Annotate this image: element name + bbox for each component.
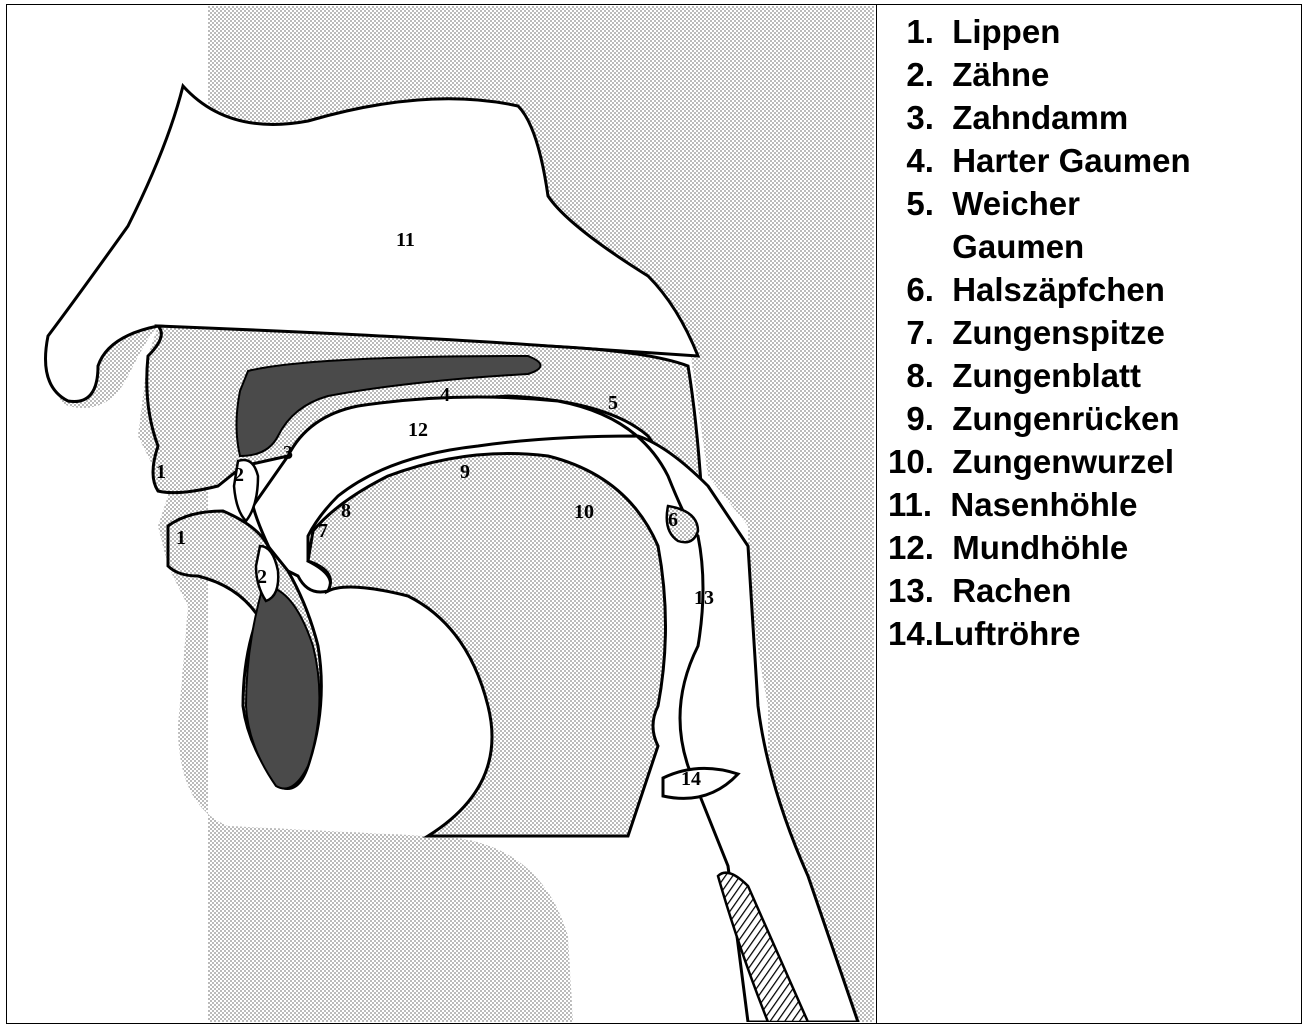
label-soft-palate: 5 (608, 392, 618, 414)
legend-item-2: 2. Zähne (888, 53, 1298, 96)
legend-item-13: 13. Rachen (888, 569, 1298, 612)
tongue (308, 454, 666, 837)
label-tongue-blade: 8 (341, 500, 351, 522)
legend-item-9: 9. Zungenrücken (888, 397, 1298, 440)
label-alveolar-ridge: 3 (283, 442, 293, 464)
label-hard-palate: 4 (440, 384, 450, 406)
label-uvula: 6 (668, 509, 678, 531)
legend-item-11: 11. Nasenhöhle (888, 483, 1298, 526)
label-teeth-lower: 2 (257, 566, 267, 588)
label-pharynx: 13 (694, 587, 714, 609)
legend-item-5: 5. Weicher (888, 182, 1298, 225)
column-divider (876, 4, 877, 1024)
label-oral-cavity: 12 (408, 419, 428, 441)
legend-item-5-cont: Gaumen (888, 225, 1298, 268)
vocal-tract-diagram: 1 1 2 2 3 4 5 6 7 8 9 10 11 12 13 14 (8, 6, 874, 1022)
legend: 1. Lippen 2. Zähne 3. Zahndamm 4. Harter… (888, 10, 1298, 655)
label-trachea: 14 (681, 768, 701, 790)
label-tongue-tip: 7 (318, 520, 328, 542)
legend-item-4: 4. Harter Gaumen (888, 139, 1298, 182)
legend-item-10: 10. Zungenwurzel (888, 440, 1298, 483)
legend-item-6: 6. Halszäpfchen (888, 268, 1298, 311)
legend-item-12: 12. Mundhöhle (888, 526, 1298, 569)
label-nasal-cavity: 11 (396, 229, 415, 251)
label-tongue-root: 10 (574, 501, 594, 523)
legend-item-3: 3. Zahndamm (888, 96, 1298, 139)
label-tongue-back: 9 (460, 461, 470, 483)
label-teeth-upper: 2 (234, 464, 244, 486)
label-lips-upper: 1 (156, 461, 166, 483)
legend-item-1: 1. Lippen (888, 10, 1298, 53)
legend-item-8: 8. Zungenblatt (888, 354, 1298, 397)
label-lips-lower: 1 (176, 527, 186, 549)
legend-item-7: 7. Zungenspitze (888, 311, 1298, 354)
legend-item-14: 14.Luftröhre (888, 612, 1298, 655)
